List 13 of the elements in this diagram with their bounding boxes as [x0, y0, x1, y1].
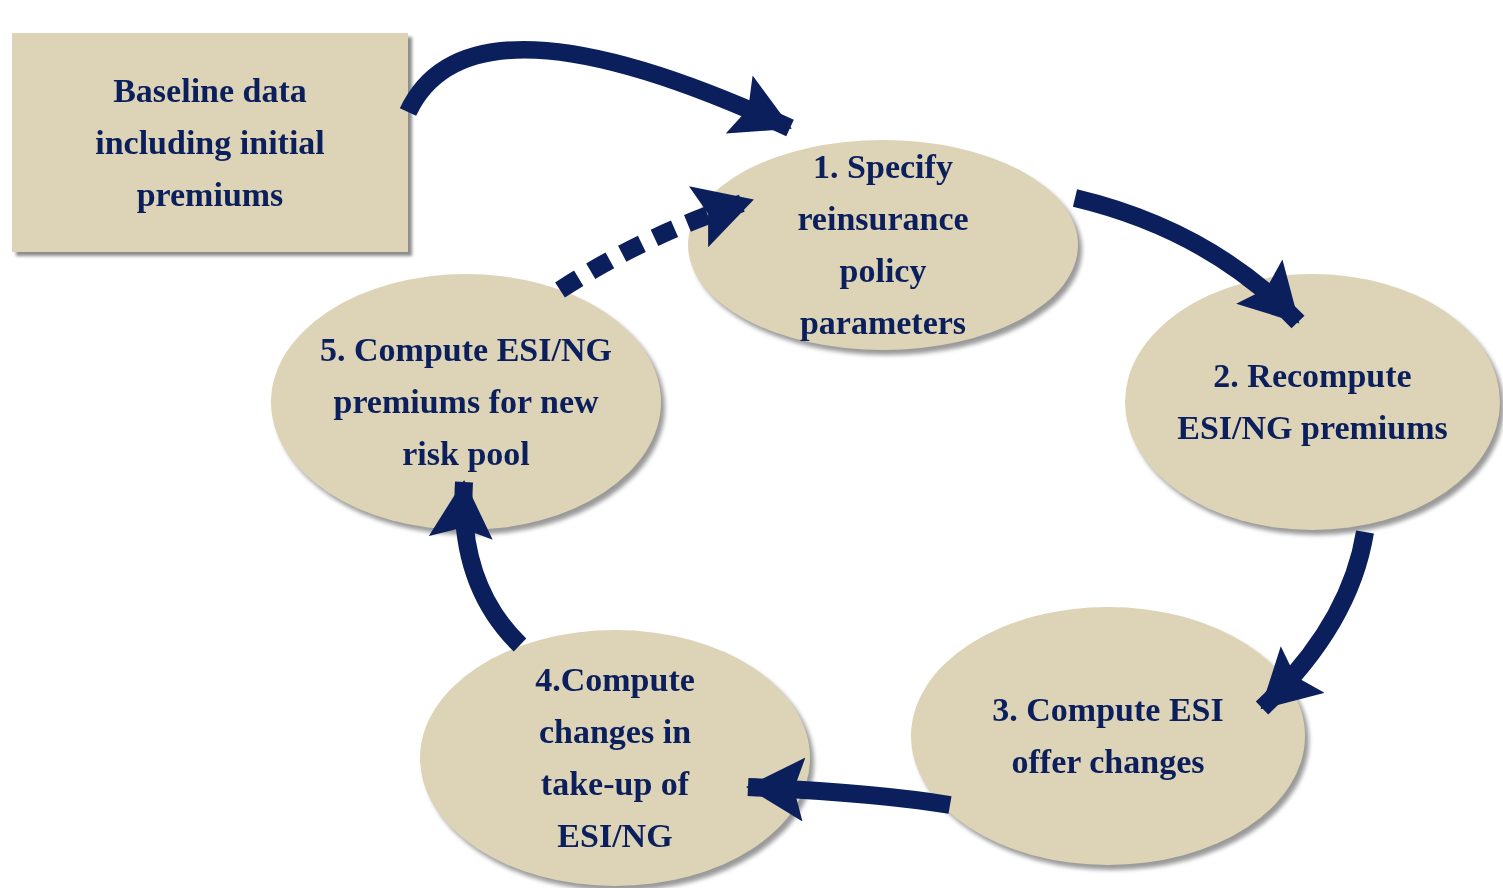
node-label: 3. Compute ESI offer changes — [991, 690, 1225, 782]
node-label: 4.Compute changes in take-up of ESI/NG — [534, 660, 696, 856]
arrow — [555, 186, 755, 298]
arrow — [400, 41, 794, 137]
arrow — [430, 480, 527, 652]
arrow — [1072, 189, 1305, 329]
node-label: Baseline data including initial premiums — [94, 70, 326, 215]
arrow — [746, 757, 952, 822]
node-label: 5. Compute ESI/NG premiums for new risk pool — [319, 330, 613, 474]
arrow — [1255, 530, 1374, 715]
node-label: 1. Specify reinsurance policy parameters — [796, 147, 970, 343]
node-label: 2. Recompute ESI/NG premiums — [1176, 356, 1449, 448]
process-box — [12, 33, 408, 252]
